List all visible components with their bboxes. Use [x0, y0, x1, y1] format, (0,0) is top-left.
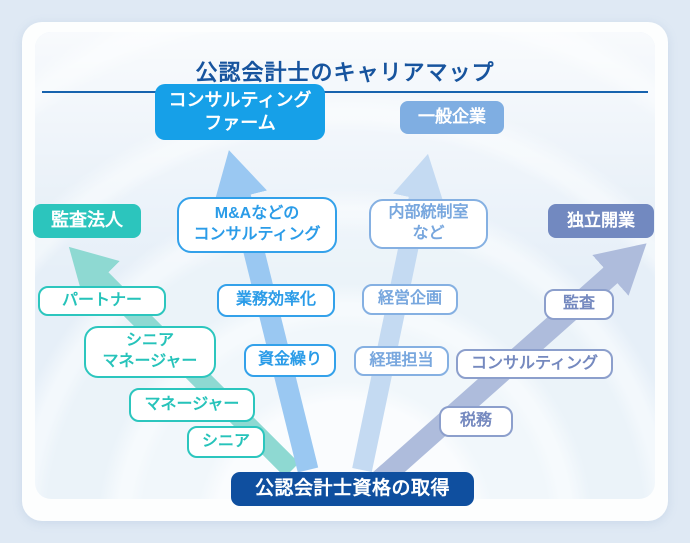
career-arrows [68, 150, 647, 488]
step-ma-consulting: M&Aなどの コンサルティング [177, 197, 337, 253]
step-tax: 税務 [439, 406, 513, 437]
step-ma-consulting-line2: コンサルティング [193, 226, 321, 243]
destination-consulting-firm: コンサルティング ファーム [155, 84, 325, 140]
destination-audit-firm: 監査法人 [33, 204, 141, 238]
start-qualification-box: 公認会計士資格の取得 [231, 472, 474, 506]
step-accounting-staff: 経理担当 [354, 346, 449, 376]
step-senior-manager: シニア マネージャー [84, 326, 216, 378]
step-internal-control-line2: など [412, 225, 445, 242]
step-corporate-planning: 経営企画 [362, 284, 458, 315]
step-ma-consulting-line1: M&Aなどの [214, 205, 300, 223]
step-senior: シニア [187, 426, 265, 458]
step-senior-manager-line1: シニア [125, 332, 174, 350]
step-manager: マネージャー [129, 388, 255, 422]
destination-consulting-firm-line2: ファーム [204, 113, 276, 133]
step-internal-control-line1: 内部統制室 [388, 204, 469, 222]
step-internal-control: 内部統制室 など [369, 199, 488, 249]
step-audit: 監査 [544, 289, 614, 320]
page-title: 公認会計士のキャリアマップ [195, 60, 495, 85]
step-consulting: コンサルティング [456, 349, 613, 379]
step-business-efficiency: 業務効率化 [217, 284, 335, 317]
title-underline [42, 91, 648, 93]
destination-independent-practice: 独立開業 [548, 204, 654, 238]
step-senior-manager-line2: マネージャー [102, 353, 198, 370]
career-map-card: 公認会計士のキャリアマップ コンサルティング ファーム 一般企業 監査法人 独立… [22, 22, 668, 521]
destination-general-company: 一般企業 [400, 101, 504, 134]
step-cash-flow: 資金繰り [244, 344, 336, 377]
destination-consulting-firm-line1: コンサルティング [168, 89, 312, 110]
step-partner: パートナー [38, 286, 166, 316]
